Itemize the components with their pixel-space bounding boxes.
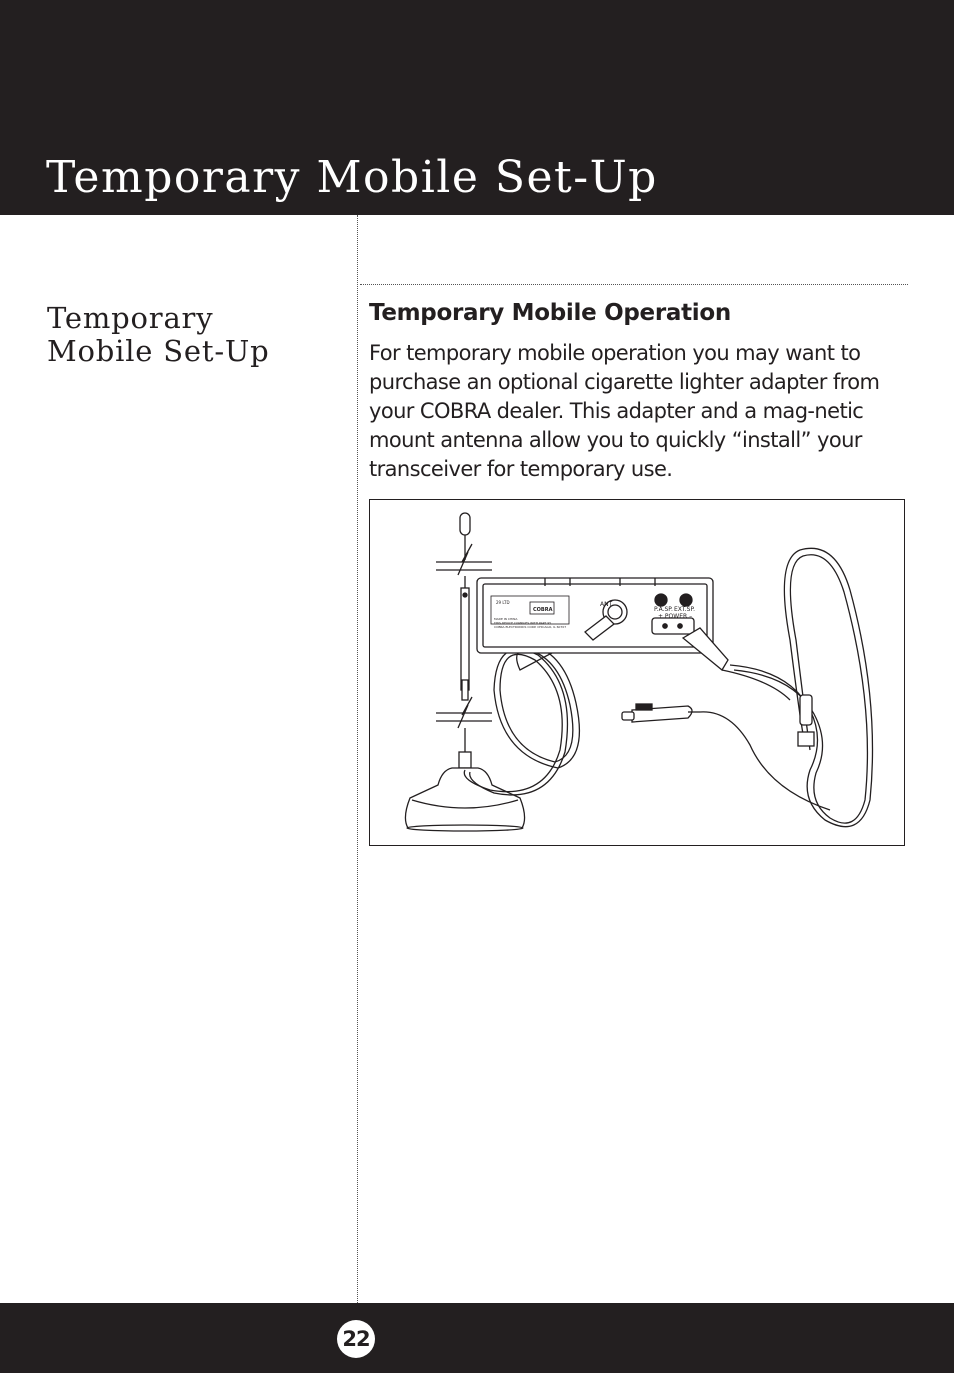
radio-back-panel [476, 577, 714, 654]
cigarette-lighter-plug [621, 703, 700, 723]
power-plug [681, 627, 729, 671]
brand-label: COBRA [533, 607, 553, 613]
ext-sp-label: EXT.SP. [674, 606, 695, 613]
sidebar-title: Temporary Mobile Set-Up [47, 302, 347, 368]
antenna-break-upper [436, 543, 492, 576]
ant-label: ANT [600, 601, 613, 608]
section-body: For temporary mobile operation you may w… [369, 341, 880, 481]
antenna-shaft [460, 587, 470, 691]
section-heading: Temporary Mobile Operation [369, 300, 731, 326]
power-label: + POWER – [658, 613, 692, 620]
setup-illustration: ANT P.A.SP. EXT.SP. + POWER – COBRA 29 L… [369, 499, 905, 846]
antenna-base-collar [458, 751, 472, 769]
coax-cable [463, 629, 596, 793]
sidebar-title-line2: Mobile Set-Up [47, 334, 270, 368]
header-band [0, 0, 954, 215]
page-number: 22 [337, 1320, 375, 1358]
panel-label-line2: THIS DEVICE COMPLIES WITH PART 95 [493, 621, 551, 625]
column-divider [357, 215, 358, 1303]
antenna-tip [459, 512, 471, 536]
sidebar-title-line1: Temporary [47, 301, 214, 335]
panel-label-line1: MADE IN CHINA [494, 617, 518, 621]
antenna-break-lower [436, 696, 492, 729]
pa-sp-label: P.A.SP. [654, 606, 673, 613]
power-cord-coil [729, 547, 874, 828]
coax-connector [584, 615, 615, 641]
illustration-svg: ANT P.A.SP. EXT.SP. + POWER – COBRA 29 L… [404, 512, 874, 832]
page-title: Temporary Mobile Set-Up [46, 152, 658, 203]
fuse-holder [799, 694, 813, 726]
footer-band [0, 1303, 954, 1373]
section-divider [360, 284, 908, 285]
lighter-cord [699, 711, 831, 811]
panel-label-line3: COBRA ELECTRONICS CORP. CHICAGO, IL 6070… [494, 625, 566, 629]
model-label: 29 LTD [496, 600, 510, 605]
